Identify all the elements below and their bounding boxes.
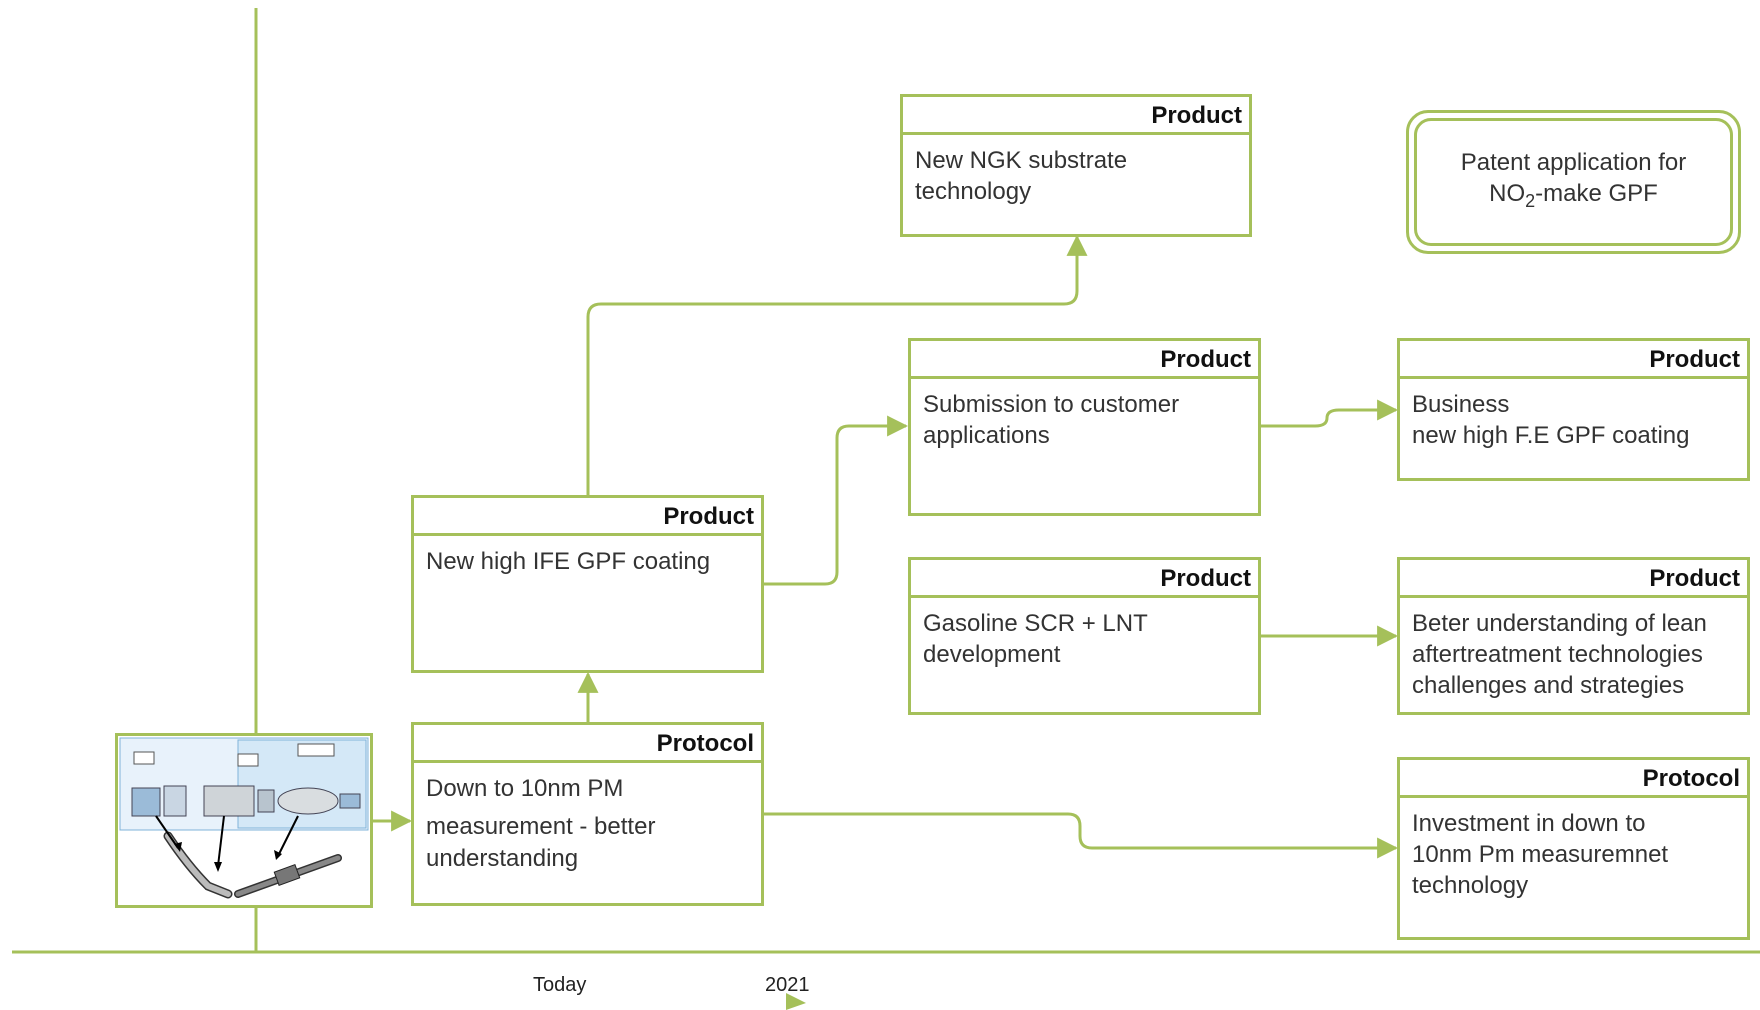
card-investment-protocol[interactable]: Protocol Investment in down to 10nm Pm m… [1397, 757, 1750, 940]
card-type-label: Product [1400, 560, 1747, 598]
card-scr-lnt[interactable]: Product Gasoline SCR + LNT development [908, 557, 1261, 715]
card-lean-understanding[interactable]: Product Beter understanding of lean afte… [1397, 557, 1750, 715]
exhaust-system-image [115, 733, 373, 908]
card-type-label: Product [903, 97, 1249, 135]
card-text: Down to 10nm PM measurement - better und… [426, 775, 656, 872]
card-text: Gasoline SCR + LNT development [923, 610, 1148, 668]
connector-submission-to-business [1261, 399, 1399, 428]
card-type-label: Product [414, 498, 761, 536]
card-text: Investment in down to 10nm Pm measuremne… [1412, 810, 1669, 899]
connector-pm10-to-investment [764, 812, 1399, 859]
card-submission[interactable]: Product Submission to customer applicati… [908, 338, 1261, 516]
card-ngk-substrate[interactable]: Product New NGK substrate technology [900, 94, 1252, 237]
card-type-label: Product [1400, 341, 1747, 379]
card-type-label: Product [911, 560, 1258, 598]
card-text: Submission to customer applications [923, 391, 1180, 449]
card-type-label: Protocol [1400, 760, 1747, 798]
card-type-label: Product [911, 341, 1258, 379]
card-business[interactable]: Product Business new high F.E GPF coatin… [1397, 338, 1750, 481]
card-pm10-protocol[interactable]: Protocol Down to 10nm PM measurement - b… [411, 722, 764, 906]
card-text: New NGK substrate technology [915, 147, 1128, 205]
connector-ife-to-submission [764, 415, 909, 586]
card-text: Beter understanding of lean aftertreatme… [1412, 610, 1707, 699]
exhaust-system-diagram-icon [119, 737, 369, 899]
card-type-label: Protocol [414, 725, 761, 763]
patent-application-box[interactable]: Patent application for NO2-make GPF [1406, 110, 1741, 254]
timeline-label-year: 2021 [765, 974, 810, 996]
patent-text: Patent application for NO2-make GPF [1414, 118, 1733, 246]
card-ife-coating[interactable]: Product New high IFE GPF coating [411, 495, 764, 673]
timeline-arrowhead [786, 993, 806, 1010]
card-text: New high IFE GPF coating [426, 548, 711, 575]
connector-ife-to-ngk [586, 234, 1088, 496]
timeline-label-today: Today [533, 974, 587, 996]
card-text: Business new high F.E GPF coating [1412, 391, 1690, 449]
